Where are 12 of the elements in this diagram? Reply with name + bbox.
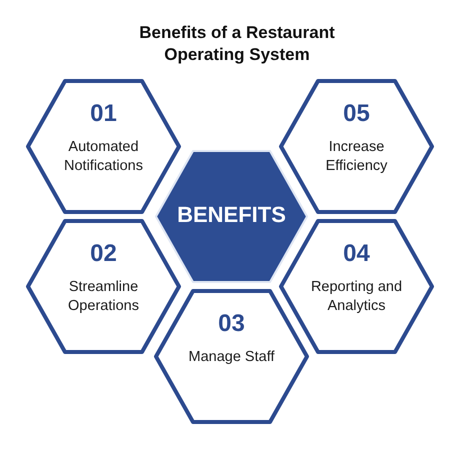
step-number: 04 [343, 240, 370, 268]
benefit-label: Increase Efficiency [324, 138, 388, 176]
step-number: 02 [90, 240, 117, 268]
benefit-label: Streamline Operations [67, 278, 140, 316]
diagram-title: Benefits of a Restaurant Operating System [138, 22, 336, 66]
benefit-label: Automated Notifications [63, 138, 144, 176]
center-label: BENEFITS [177, 202, 286, 228]
step-number: 03 [218, 310, 245, 338]
benefit-label: Reporting and Analytics [310, 278, 404, 316]
step-number: 01 [90, 100, 117, 128]
benefit-label: Manage Staff [188, 348, 276, 367]
step-number: 05 [343, 100, 370, 128]
